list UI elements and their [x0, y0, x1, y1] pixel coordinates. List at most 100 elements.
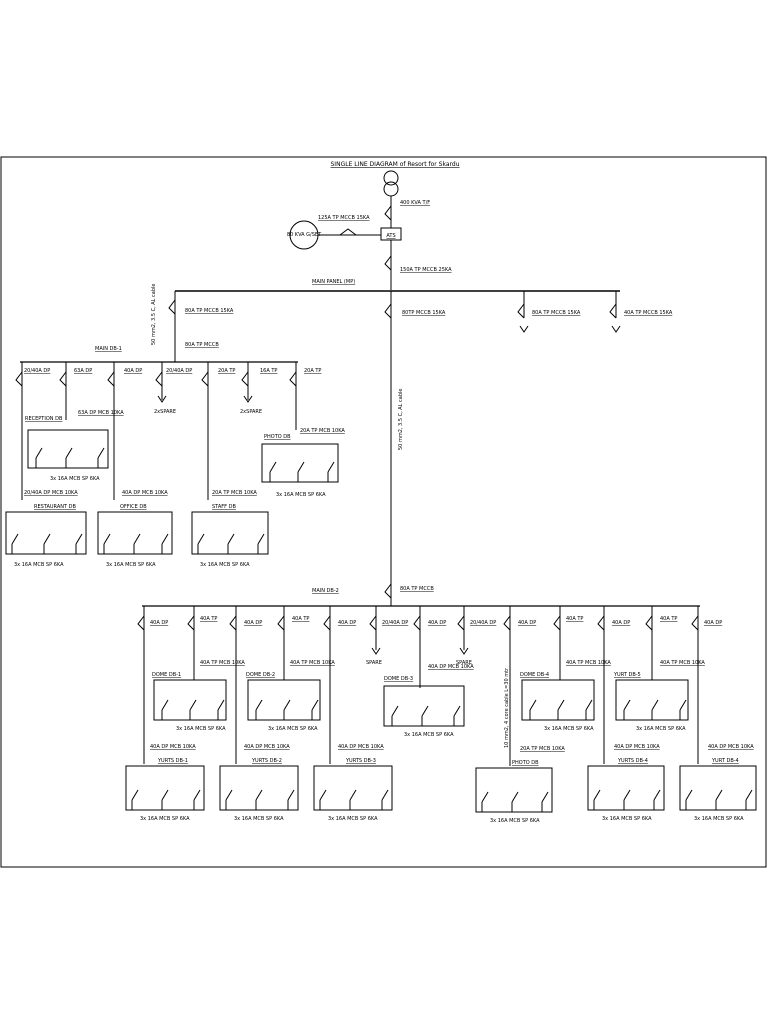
svg-text:40A TP: 40A TP — [566, 616, 583, 622]
generator-label: 80 KVA G/SET — [287, 232, 322, 238]
reception-db-box — [27, 429, 109, 469]
svg-text:16A TP: 16A TP — [260, 368, 277, 374]
main-db2-breaker-labels: 40A DP 40A TP 40A DP 40A TP 40A DP 20/40… — [150, 616, 722, 626]
dome-db-2: DOME DB-2 40A TP MCB 10KA 3x 16A MCB SP … — [246, 660, 335, 732]
svg-text:3x 16A MCB SP 6KA: 3x 16A MCB SP 6KA — [176, 726, 226, 732]
main-db1-label: MAIN DB-1 — [95, 346, 122, 352]
dome-db-4: DOME DB-4 40A TP MCB 10KA 3x 16A MCB SP … — [520, 660, 611, 732]
yurts-db-3: 40A DP MCB 10KA YURTS DB-3 3x 16A MCB SP… — [313, 744, 393, 822]
generator-breaker-label: 125A TP MCCB 15KA — [318, 215, 370, 221]
yurts-db-1: 40A DP MCB 10KA YURTS DB-1 3x 16A MCB SP… — [125, 744, 205, 822]
svg-text:40A TP MCB 10KA: 40A TP MCB 10KA — [660, 660, 705, 666]
transformer-symbol — [383, 170, 399, 197]
svg-text:20A TP: 20A TP — [218, 368, 235, 374]
svg-text:3x 16A MCB SP 6KA: 3x 16A MCB SP 6KA — [602, 816, 652, 822]
svg-text:3x 16A MCB SP 6KA: 3x 16A MCB SP 6KA — [544, 726, 594, 732]
svg-text:40A DP MCB 10KA: 40A DP MCB 10KA — [614, 744, 660, 750]
main-db2-incomer-label: 80A TP MCCB — [400, 586, 434, 592]
reception-db-breaker: 63A DP MCB 10KA — [78, 410, 124, 416]
main-db2-spare-2: SPARE — [456, 660, 472, 666]
reception-db-label: RECEPTION DB — [25, 416, 63, 422]
svg-text:PHOTO DB: PHOTO DB — [512, 760, 539, 766]
svg-text:40A DP: 40A DP — [338, 620, 356, 626]
svg-text:40A DP MCB 10KA: 40A DP MCB 10KA — [244, 744, 290, 750]
staff-db-breaker: 20A TP MCB 10KA — [212, 490, 257, 496]
feeder-db1-label: 80A TP MCCB 15KA — [185, 308, 234, 314]
diagram-title: SINGLE LINE DIAGRAM of Resort for Skardu — [331, 161, 460, 168]
photo-db-breaker: 20A TP MCB 10KA — [300, 428, 345, 434]
ats-label: ATS — [386, 233, 395, 239]
svg-text:3x 16A MCB SP 6KA: 3x 16A MCB SP 6KA — [328, 816, 378, 822]
restaurant-db-label: RESTAURANT DB — [34, 504, 76, 510]
svg-text:20A TP: 20A TP — [304, 368, 321, 374]
svg-text:YURTS DB-1: YURTS DB-1 — [157, 758, 188, 764]
incomer-breaker-label: 150A TP MCCB 25KA — [400, 267, 452, 273]
outgoing-notes-db1: 3x 16A MCB SP 6KA 3x 16A MCB SP 6KA 3x 1… — [14, 476, 326, 568]
svg-text:3x 16A MCB SP 6KA: 3x 16A MCB SP 6KA — [50, 476, 100, 482]
office-db-breaker: 40A DP MCB 10KA — [122, 490, 168, 496]
restaurant-db-box — [5, 511, 87, 555]
svg-text:63A DP: 63A DP — [74, 368, 92, 374]
dome-db-1: DOME DB-1 40A TP MCB 10KA 3x 16A MCB SP … — [152, 660, 245, 732]
staff-db-box — [191, 511, 269, 555]
svg-text:3x 16A MCB SP 6KA: 3x 16A MCB SP 6KA — [694, 816, 744, 822]
svg-text:40A DP: 40A DP — [612, 620, 630, 626]
main-db1-breaker-labels: 20/40A DP 63A DP 40A DP 20/40A DP 20A TP… — [24, 368, 321, 374]
main-db1-incomer-label: 80A TP MCCB — [185, 342, 219, 348]
cable-photo-db-label: 10 mm2, 4 core cable L=30 mtr — [504, 667, 510, 748]
svg-text:40A DP: 40A DP — [704, 620, 722, 626]
svg-text:20/40A DP: 20/40A DP — [382, 620, 408, 626]
svg-text:40A DP: 40A DP — [518, 620, 536, 626]
svg-text:40A DP: 40A DP — [428, 620, 446, 626]
svg-text:40A DP MCB 10KA: 40A DP MCB 10KA — [708, 744, 754, 750]
yurt-db-4b: 40A DP MCB 10KA YURT DB-4 3x 16A MCB SP … — [679, 744, 757, 822]
svg-text:40A TP MCB 10KA: 40A TP MCB 10KA — [200, 660, 245, 666]
svg-text:YURT DB-4: YURT DB-4 — [711, 758, 739, 764]
main-panel-label: MAIN PANEL (MP) — [312, 279, 355, 285]
svg-text:DOME DB-3: DOME DB-3 — [384, 676, 413, 682]
main-db2-label: MAIN DB-2 — [312, 588, 339, 594]
svg-text:40A DP MCB 10KA: 40A DP MCB 10KA — [428, 664, 474, 670]
yurt-db-5: YURT DB-5 40A TP MCB 10KA 3x 16A MCB SP … — [613, 660, 705, 732]
svg-text:DOME DB-4: DOME DB-4 — [520, 672, 549, 678]
svg-text:20/40A DP: 20/40A DP — [24, 368, 50, 374]
svg-text:YURTS DB-3: YURTS DB-3 — [345, 758, 376, 764]
dome-db-3: DOME DB-3 40A DP MCB 10KA 3x 16A MCB SP … — [383, 664, 474, 738]
svg-text:40A DP MCB 10KA: 40A DP MCB 10KA — [150, 744, 196, 750]
feeder-4-label: 40A TP MCCB 15KA — [624, 310, 673, 316]
feeder-3-label: 80A TP MCCB 15KA — [532, 310, 581, 316]
svg-text:40A TP MCB 10KA: 40A TP MCB 10KA — [290, 660, 335, 666]
svg-text:40A TP: 40A TP — [660, 616, 677, 622]
svg-text:3x 16A MCB SP 6KA: 3x 16A MCB SP 6KA — [200, 562, 250, 568]
transformer-label: 400 KVA T/F — [400, 200, 430, 206]
svg-text:40A TP: 40A TP — [200, 616, 217, 622]
yurts-db-4: 40A DP MCB 10KA YURTS DB-4 3x 16A MCB SP… — [587, 744, 665, 822]
main-db1-spare-1: 2xSPARE — [154, 409, 176, 415]
svg-text:3x 16A MCB SP 6KA: 3x 16A MCB SP 6KA — [636, 726, 686, 732]
svg-text:40A TP MCB 10KA: 40A TP MCB 10KA — [566, 660, 611, 666]
svg-text:DOME DB-1: DOME DB-1 — [152, 672, 181, 678]
restaurant-db-breaker: 20/40A DP MCB 10KA — [24, 490, 78, 496]
svg-text:DOME DB-2: DOME DB-2 — [246, 672, 275, 678]
yurts-db-2: 40A DP MCB 10KA YURTS DB-2 3x 16A MCB SP… — [219, 744, 299, 822]
svg-text:20/40A DP: 20/40A DP — [166, 368, 192, 374]
svg-text:3x 16A MCB SP 6KA: 3x 16A MCB SP 6KA — [268, 726, 318, 732]
staff-db-label: STAFF DB — [212, 504, 236, 510]
sheet-border — [0, 156, 767, 868]
svg-text:3x 16A MCB SP 6KA: 3x 16A MCB SP 6KA — [106, 562, 156, 568]
svg-text:3x 16A MCB SP 6KA: 3x 16A MCB SP 6KA — [404, 732, 454, 738]
office-db-label: OFFICE DB — [120, 504, 147, 510]
svg-text:40A DP: 40A DP — [124, 368, 142, 374]
svg-text:20/40A DP: 20/40A DP — [470, 620, 496, 626]
main-db2-spare-1: SPARE — [366, 660, 382, 666]
main-db2-drops — [137, 606, 699, 766]
main-db1-drops — [15, 362, 297, 500]
svg-text:40A DP: 40A DP — [244, 620, 262, 626]
photo-db-2: 20A TP MCB 10KA PHOTO DB 3x 16A MCB SP 6… — [475, 746, 565, 824]
svg-text:20A TP MCB 10KA: 20A TP MCB 10KA — [520, 746, 565, 752]
office-db-box — [97, 511, 173, 555]
photo-db-box — [261, 443, 339, 483]
photo-db-label: PHOTO DB — [264, 434, 291, 440]
svg-text:40A DP: 40A DP — [150, 620, 168, 626]
